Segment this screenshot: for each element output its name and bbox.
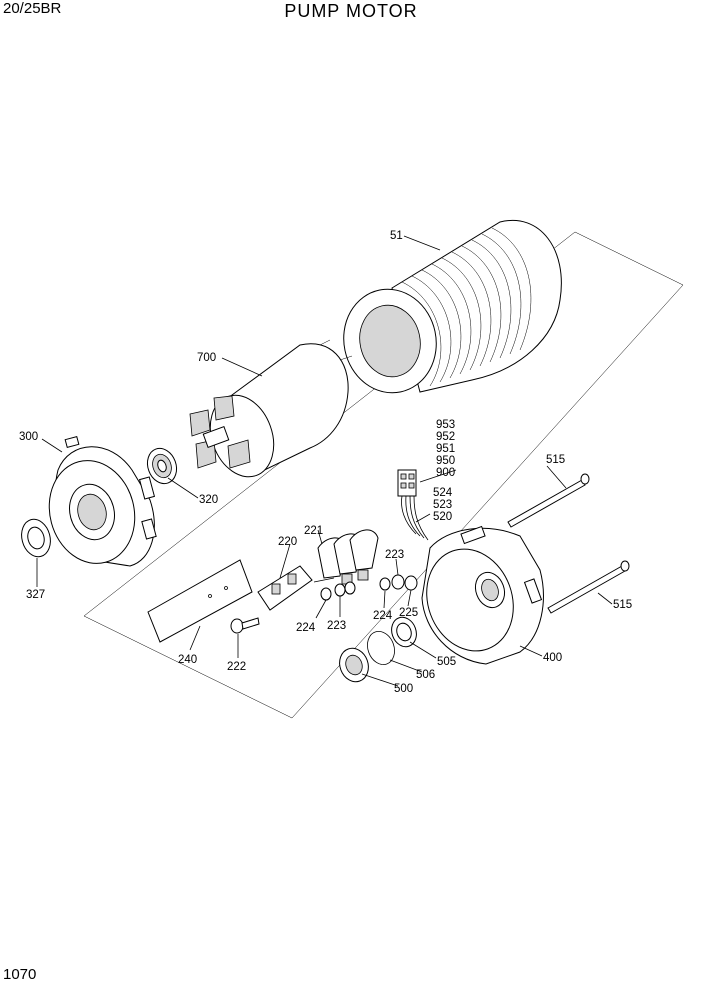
part-515-bolt-lower <box>547 560 630 614</box>
label-524: 524 <box>433 487 453 499</box>
label-950: 950 <box>436 455 455 467</box>
part-223-nut-lower <box>334 581 356 597</box>
label-225: 225 <box>399 607 418 619</box>
label-224-left: 224 <box>296 622 316 634</box>
label-700: 700 <box>197 352 216 364</box>
label-515-upper: 515 <box>546 454 565 466</box>
label-221: 221 <box>304 525 323 537</box>
model-code: 20/25BR <box>3 0 62 17</box>
part-labels: 51 700 300 320 327 953 952 951 950 900 5… <box>19 230 632 695</box>
page-number: 1070 <box>3 966 37 983</box>
label-223-lower: 223 <box>327 620 346 632</box>
assembly-plane-outline <box>83 231 684 719</box>
part-515-bolt-upper <box>507 473 590 528</box>
part-225-nut <box>404 575 418 591</box>
label-952: 952 <box>436 431 455 443</box>
part-327-washer <box>21 518 51 558</box>
part-520-lead-wires <box>401 495 429 541</box>
label-220: 220 <box>278 536 297 548</box>
leader-lines <box>36 235 613 687</box>
part-320-bearing <box>146 447 178 485</box>
part-506-o-ring <box>367 631 395 665</box>
part-900-connector <box>397 469 417 497</box>
page-title: PUMP MOTOR <box>284 1 418 21</box>
part-220-brush-holder <box>257 565 313 611</box>
label-320: 320 <box>199 494 218 506</box>
part-300-end-bracket <box>48 435 157 567</box>
part-223-nut-upper <box>391 574 405 590</box>
label-515-lower: 515 <box>613 599 632 611</box>
part-51-stator-housing <box>343 219 562 394</box>
part-221-brushes <box>317 529 379 585</box>
label-506: 506 <box>416 669 435 681</box>
part-224-washer-left <box>320 587 332 601</box>
label-505: 505 <box>437 656 456 668</box>
label-523: 523 <box>433 499 452 511</box>
part-400-rear-bracket <box>421 525 544 665</box>
label-400: 400 <box>543 652 562 664</box>
part-700-armature <box>189 339 353 478</box>
label-223-upper: 223 <box>385 549 404 561</box>
label-224-right: 224 <box>373 610 393 622</box>
label-951: 951 <box>436 443 455 455</box>
label-222: 222 <box>227 661 246 673</box>
label-900: 900 <box>436 467 455 479</box>
part-screw-stud <box>313 577 335 583</box>
part-240-cover-band <box>147 559 253 643</box>
label-327: 327 <box>26 589 45 601</box>
label-51: 51 <box>390 230 403 242</box>
label-520: 520 <box>433 511 452 523</box>
label-500: 500 <box>394 683 413 695</box>
part-224-washer-right <box>379 577 391 591</box>
part-500-bearing <box>339 647 369 683</box>
part-222-screw <box>230 617 260 634</box>
label-300: 300 <box>19 431 38 443</box>
part-505-washer <box>391 616 417 648</box>
label-953: 953 <box>436 419 455 431</box>
label-240: 240 <box>178 654 197 666</box>
